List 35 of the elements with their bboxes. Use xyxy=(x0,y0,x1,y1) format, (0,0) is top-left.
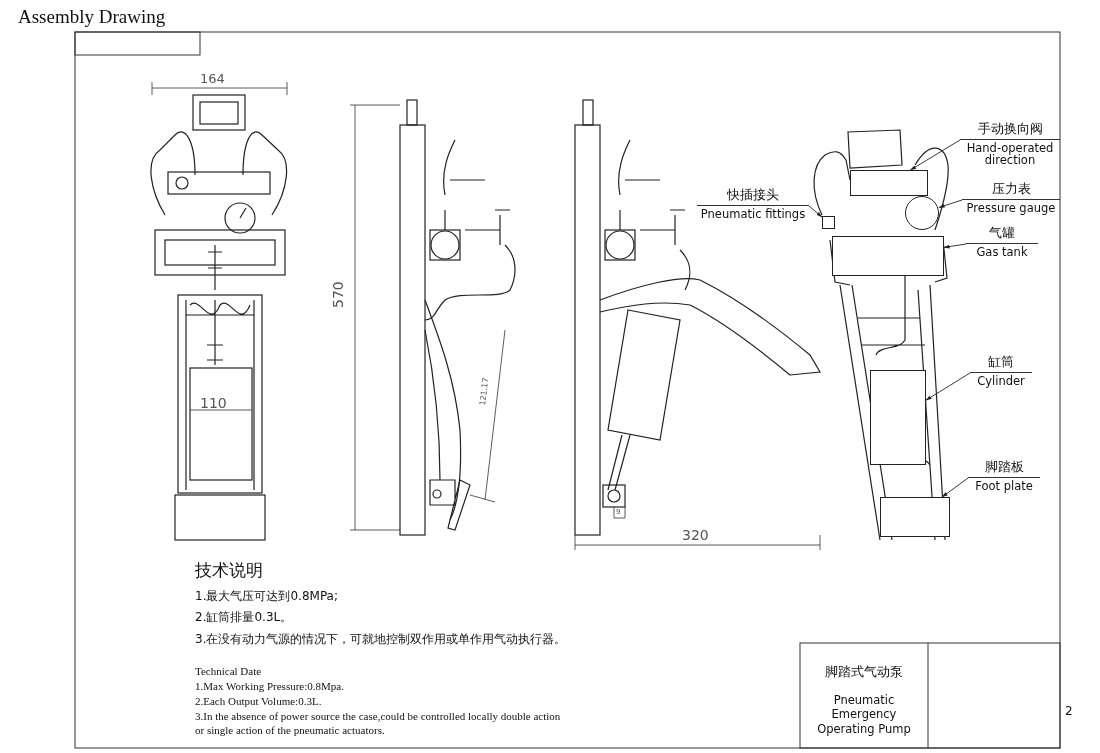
callout-label: 脚踏板 xyxy=(968,458,1040,478)
note-text: 3.在没有动力气源的情况下，可就地控制双作用或单作用气动执行器。 xyxy=(195,632,567,647)
note-text: 2.Each Output Volume:0.3L. xyxy=(195,695,322,709)
dimension-label: 121.17 xyxy=(478,377,492,407)
dimension-label: 320 xyxy=(682,527,709,545)
note-text: 2.缸筒排量0.3L。 xyxy=(195,610,293,625)
callout-label: 手动换向阀 xyxy=(960,120,1060,140)
component-part xyxy=(870,370,926,465)
product-name: 脚踏式气动泵 xyxy=(824,664,904,680)
component-part xyxy=(832,236,944,276)
callout-translation: Pneumatic fittings xyxy=(699,208,807,221)
page-number: 2 xyxy=(1065,704,1073,719)
callout-translation: Pressure gauge xyxy=(965,202,1057,215)
callout-label: 压力表 xyxy=(962,180,1060,200)
note-text: 1.最大气压可达到0.8MPa; xyxy=(195,589,338,604)
note-text: Technical Date xyxy=(195,665,262,679)
gauge-dial xyxy=(905,196,939,230)
callout-translation: Cylinder xyxy=(976,375,1026,388)
dimension-label: 110 xyxy=(200,395,227,413)
note-text: 3.In the absence of power source the case,could be controlled locally double action or single action of the pneumatic actuators. xyxy=(195,710,562,738)
component-part xyxy=(850,170,928,196)
notes-heading: 技术说明 xyxy=(195,560,263,582)
callout-label: 气罐 xyxy=(966,224,1038,244)
drawing-title: Assembly Drawing xyxy=(18,6,166,28)
callout-translation: Hand-operated direction xyxy=(965,142,1055,167)
dimension-label: 164 xyxy=(200,71,225,88)
dimension-label: 570 xyxy=(330,281,347,308)
callout-label: 快插接头 xyxy=(697,186,809,206)
callout-translation: Gas tank xyxy=(975,246,1029,259)
component-part xyxy=(880,497,950,537)
callout-translation: Foot plate xyxy=(974,480,1034,493)
note-text: 1.Max Working Pressure:0.8Mpa. xyxy=(195,680,344,694)
product-name-english: Pneumatic Emergency Operating Pump xyxy=(816,693,912,737)
component-part xyxy=(822,216,835,229)
callout-label: 缸筒 xyxy=(970,353,1032,373)
